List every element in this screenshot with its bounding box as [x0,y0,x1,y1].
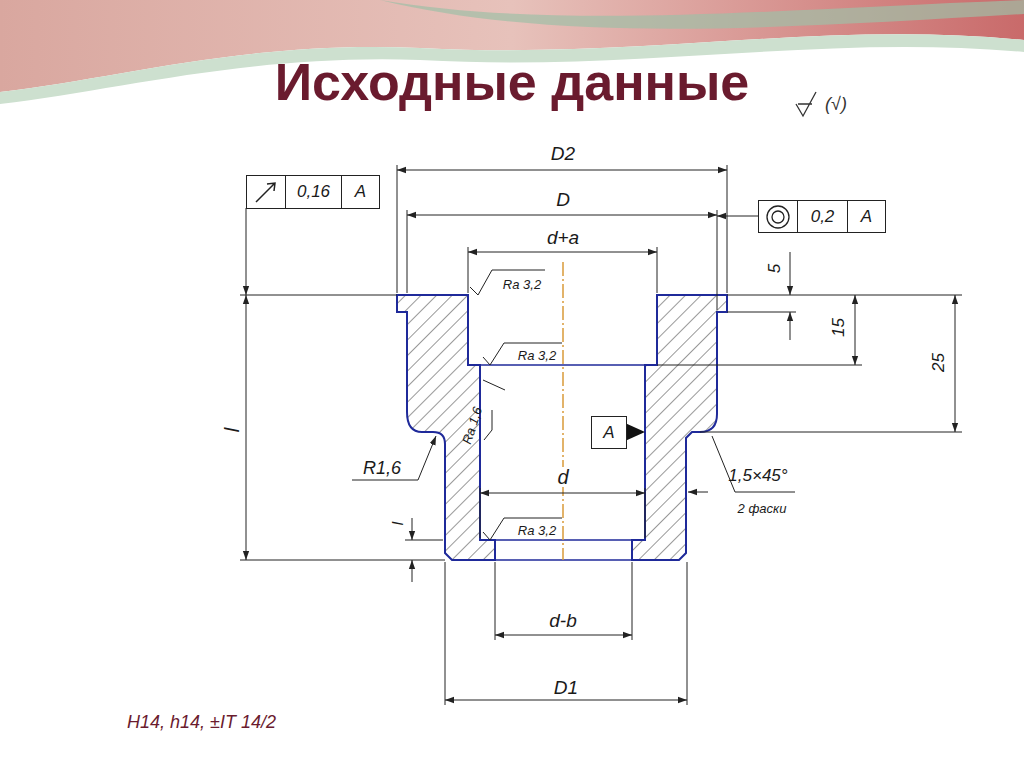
tolerance-note: H14, h14, ±IT 14/2 [125,713,278,731]
dimension-text: l [391,519,406,526]
runout-symbol [251,178,281,206]
dimension-text: d-b [547,611,578,630]
part-section [397,295,727,560]
chamfer-text: 1,5×45° [726,467,789,484]
radius-text: R1,6 [361,459,403,477]
center-line [562,262,564,560]
dimension-text: d [555,467,570,487]
roughness-note: (√) [823,95,849,113]
symbol-cell [247,176,285,208]
dimension-text: 25 [929,351,946,374]
dimension-text: l [222,426,242,434]
chamfer-note: 2 фаски [736,502,789,515]
frame-text: 0,16 [297,182,330,202]
tolerance-frame: 0,16 A [246,175,380,209]
dimension-text: 15 [829,316,846,339]
frame-cell: 0,2 [797,201,847,232]
frame-text: A [355,182,366,202]
roughness-sign [796,92,816,116]
concentric-symbol [763,203,793,231]
roughness-text: Ra 3,2 [516,349,558,362]
roughness-text: Ra 3,2 [501,278,543,291]
datum-triangle [625,423,645,441]
tolerance-frame: 0,2 A [758,200,886,233]
frame-text: 0,2 [811,207,835,227]
dimension-lines [240,165,962,705]
frame-cell: A [592,417,626,448]
frame-cell: A [847,201,885,232]
frame-cell: A [341,176,379,208]
symbol-cell [759,201,797,232]
dimension-text: d+a [545,228,581,247]
dimension-text: D1 [552,678,580,697]
slide-title: Исходные данные [0,52,1024,112]
frame-text: A [603,423,614,443]
frame-cell: 0,16 [285,176,341,208]
dimension-text: D [554,190,572,209]
roughness-text: Ra 3,2 [516,524,558,537]
frame-text: A [861,207,872,227]
roughness-marks [470,270,562,540]
datum-box: A [591,416,627,449]
dimension-text: 5 [767,261,784,274]
dimension-text: D2 [549,144,577,163]
